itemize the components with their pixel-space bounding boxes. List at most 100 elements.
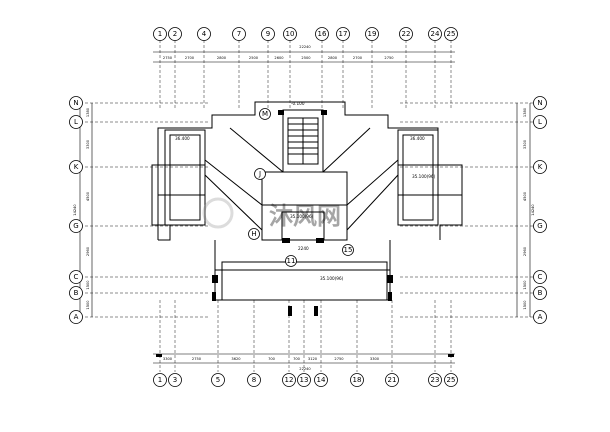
axis-bubble: 25	[444, 27, 458, 41]
axis-label: 3	[173, 376, 177, 384]
dimension-segment: 1500	[86, 280, 90, 290]
axis-bubble: C	[533, 270, 547, 284]
axis-bubble: 13	[297, 373, 311, 387]
dimension-segment: 3300	[523, 139, 527, 149]
dimension-segment: 2500	[249, 56, 259, 60]
axis-label: 21	[388, 376, 397, 384]
dimension-segment: 3300	[86, 139, 90, 149]
axis-bubble: H	[248, 228, 260, 240]
axis-bubble: L	[533, 115, 547, 129]
dimension-segment: 1500	[86, 300, 90, 310]
axis-bubble: 7	[232, 27, 246, 41]
axis-bubble: 1	[153, 373, 167, 387]
axis-label: 17	[339, 30, 348, 38]
axis-label: K	[74, 163, 79, 171]
axis-bubble: K	[69, 160, 83, 174]
dimension-total: 14240	[531, 204, 535, 216]
dimension-total: 22240	[299, 367, 311, 371]
dimension-segment: 2700	[185, 56, 195, 60]
axis-bubble: 24	[428, 27, 442, 41]
axis-label: 19	[368, 30, 377, 38]
axis-bubble: B	[69, 286, 83, 300]
dimension-segment: 2750	[334, 357, 344, 361]
axis-label: L	[538, 118, 542, 126]
axis-label: 16	[318, 30, 327, 38]
elevation-label: 35.100(96)	[412, 174, 436, 179]
dimension-segment: 3620	[231, 357, 241, 361]
structural-columns	[156, 110, 454, 357]
dimension-total: 14240	[73, 204, 77, 216]
axis-label: J	[258, 170, 261, 178]
elevation-label: -0.100	[291, 101, 305, 106]
axis-label: 25	[447, 30, 456, 38]
axis-bubble: 12	[282, 373, 296, 387]
axis-bubble: A	[533, 310, 547, 324]
axis-bubble: 23	[428, 373, 442, 387]
watermark-text: 沐风网	[269, 202, 341, 230]
axis-label: 12	[285, 376, 294, 384]
axis-bubble: 4	[197, 27, 211, 41]
dimension-total: 22240	[299, 45, 311, 49]
axis-bubble: 15	[342, 244, 354, 256]
axis-label: 14	[317, 376, 326, 384]
dimension-segment: 4500	[523, 191, 527, 201]
axis-label: C	[538, 273, 543, 281]
grid-lines-horizontal	[75, 102, 535, 318]
axis-bubble: M	[259, 108, 271, 120]
axis-bubble: L	[69, 115, 83, 129]
axis-label: G	[73, 222, 78, 230]
axis-bubble: B	[533, 286, 547, 300]
elevation-annotations: -0.100 36.400 36.400 35.100(96) 35.100(9…	[175, 101, 436, 281]
axis-bubble: 11	[285, 255, 297, 267]
dimension-segment: 2500	[301, 56, 311, 60]
axis-bubble: 19	[365, 27, 379, 41]
axis-bubble: 10	[283, 27, 297, 41]
grid-lines-vertical	[159, 40, 452, 372]
axis-label: 7	[237, 30, 241, 38]
axis-label: 23	[431, 376, 440, 384]
axis-bubble: C	[69, 270, 83, 284]
dimension-segment: 2750	[163, 56, 173, 60]
dimension-segment: 2960	[86, 246, 90, 256]
axis-bubble: 16	[315, 27, 329, 41]
elevation-label: 35.100(96)	[320, 276, 344, 281]
axis-bubble: 3	[168, 373, 182, 387]
dimension-segment: 1380	[86, 107, 90, 117]
axis-label: 1	[158, 376, 162, 384]
axis-bubble: 17	[336, 27, 350, 41]
dimension-segment: 2750	[384, 56, 394, 60]
dimension-segment: 1500	[523, 300, 527, 310]
axis-label: 13	[300, 376, 309, 384]
axis-label: N	[537, 99, 542, 107]
axis-label: H	[251, 230, 256, 238]
elevation-label: 36.400	[175, 136, 190, 141]
building-walls	[151, 101, 463, 301]
axis-label: 25	[447, 376, 456, 384]
axis-label: 8	[252, 376, 256, 384]
axis-label: 22	[402, 30, 411, 38]
axis-bubble: 21	[385, 373, 399, 387]
axis-label: 2	[173, 30, 177, 38]
axis-label: 10	[286, 30, 295, 38]
axis-label: 24	[431, 30, 440, 38]
axis-label: A	[538, 313, 543, 321]
dimension-segment: 2800	[328, 56, 338, 60]
axis-label: B	[538, 289, 543, 297]
dimension-segment: 2800	[217, 56, 227, 60]
axis-bubble: J	[254, 168, 266, 180]
axis-bubble: 14	[314, 373, 328, 387]
axis-bubble: K	[533, 160, 547, 174]
axis-bubble: N	[69, 96, 83, 110]
axis-bubble: 25	[444, 373, 458, 387]
axis-bubble: G	[69, 219, 83, 233]
dimension-segment: 1500	[523, 280, 527, 290]
axis-label: 9	[266, 30, 270, 38]
watermark: 沐风网	[202, 197, 341, 230]
dimension-segment: 4500	[86, 191, 90, 201]
axis-label: G	[537, 222, 542, 230]
axis-label: A	[74, 313, 79, 321]
dimension-segment: 3300	[370, 357, 380, 361]
axis-bubble: 22	[399, 27, 413, 41]
axis-bubble: G	[533, 219, 547, 233]
